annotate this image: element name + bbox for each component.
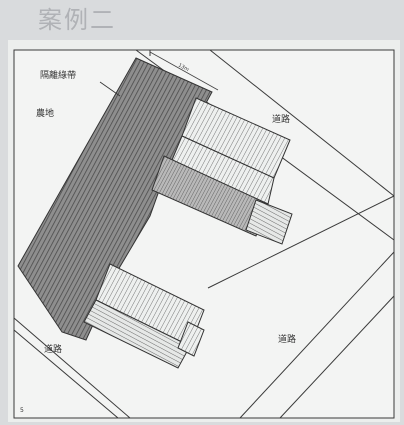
road-label-bottom-right: 道路 — [278, 333, 296, 345]
buffer-zone-leader — [99, 81, 121, 97]
building-annex-right — [245, 199, 293, 245]
dimension-label: 13m — [177, 62, 190, 73]
building-lower-b — [83, 299, 191, 369]
page-number: 5 — [20, 407, 24, 414]
building-lower-annex — [177, 321, 205, 357]
buffer-zone-label: 隔離綠帶 — [40, 69, 76, 81]
building-upper-c — [151, 155, 269, 237]
page-title: 案例二 — [38, 6, 116, 34]
dimension-marker: 13m — [149, 51, 219, 91]
farmland-label: 農地 — [36, 107, 54, 119]
road-label-top-right: 道路 — [272, 113, 290, 125]
road-label-bottom-left: 道路 — [44, 343, 62, 355]
